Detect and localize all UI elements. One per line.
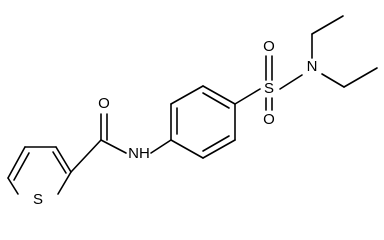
bond-c5-s bbox=[57, 171, 72, 195]
bond-benzene-5 bbox=[202, 139, 236, 159]
bond-ring-carbonyl bbox=[70, 139, 102, 173]
atom-label-sulfonyl-oxygen-bottom: O bbox=[263, 111, 275, 128]
atom-labels: O NH S S O O N bbox=[33, 38, 317, 208]
atom-label-sulfonamide-nitrogen: N bbox=[307, 58, 318, 75]
bond-s-c2 bbox=[7, 177, 19, 195]
bond-benzene-2 bbox=[170, 85, 204, 105]
bond-nitrogen-ethyl-lower-2 bbox=[343, 67, 378, 88]
bond-c4-c5-double bbox=[52, 151, 67, 174]
bond-carbonyl-nitrogen bbox=[100, 139, 127, 154]
bond-sulfonyl-nitrogen bbox=[279, 74, 303, 90]
atom-label-thiophene-sulfur: S bbox=[33, 191, 43, 208]
atom-label-carbonyl-oxygen: O bbox=[98, 95, 110, 112]
chemical-structure: O NH S S O O N bbox=[7, 15, 378, 208]
bond-c4-c5 bbox=[55, 146, 72, 173]
atom-label-sulfonyl-sulfur: S bbox=[264, 80, 274, 97]
bond-nitrogen-benzene bbox=[150, 139, 172, 154]
bond-benzene-3 bbox=[202, 85, 236, 105]
atom-label-sulfonyl-oxygen-top: O bbox=[263, 38, 275, 55]
bond-benzene-6 bbox=[170, 139, 204, 159]
bond-benzene-double-3 bbox=[202, 135, 230, 152]
bond-c2-c3 bbox=[7, 146, 26, 179]
bond-nitrogen-ethyl-lower-1 bbox=[321, 73, 345, 88]
bond-benzene-double-2 bbox=[202, 92, 230, 109]
bond-c2-c3-double bbox=[13, 152, 30, 181]
atom-label-amide-nitrogen: NH bbox=[128, 145, 150, 162]
bond-nitrogen-ethyl-upper-2 bbox=[311, 15, 344, 35]
bond-benzene-sulfonyl bbox=[234, 88, 261, 105]
bond-lines bbox=[7, 15, 378, 195]
